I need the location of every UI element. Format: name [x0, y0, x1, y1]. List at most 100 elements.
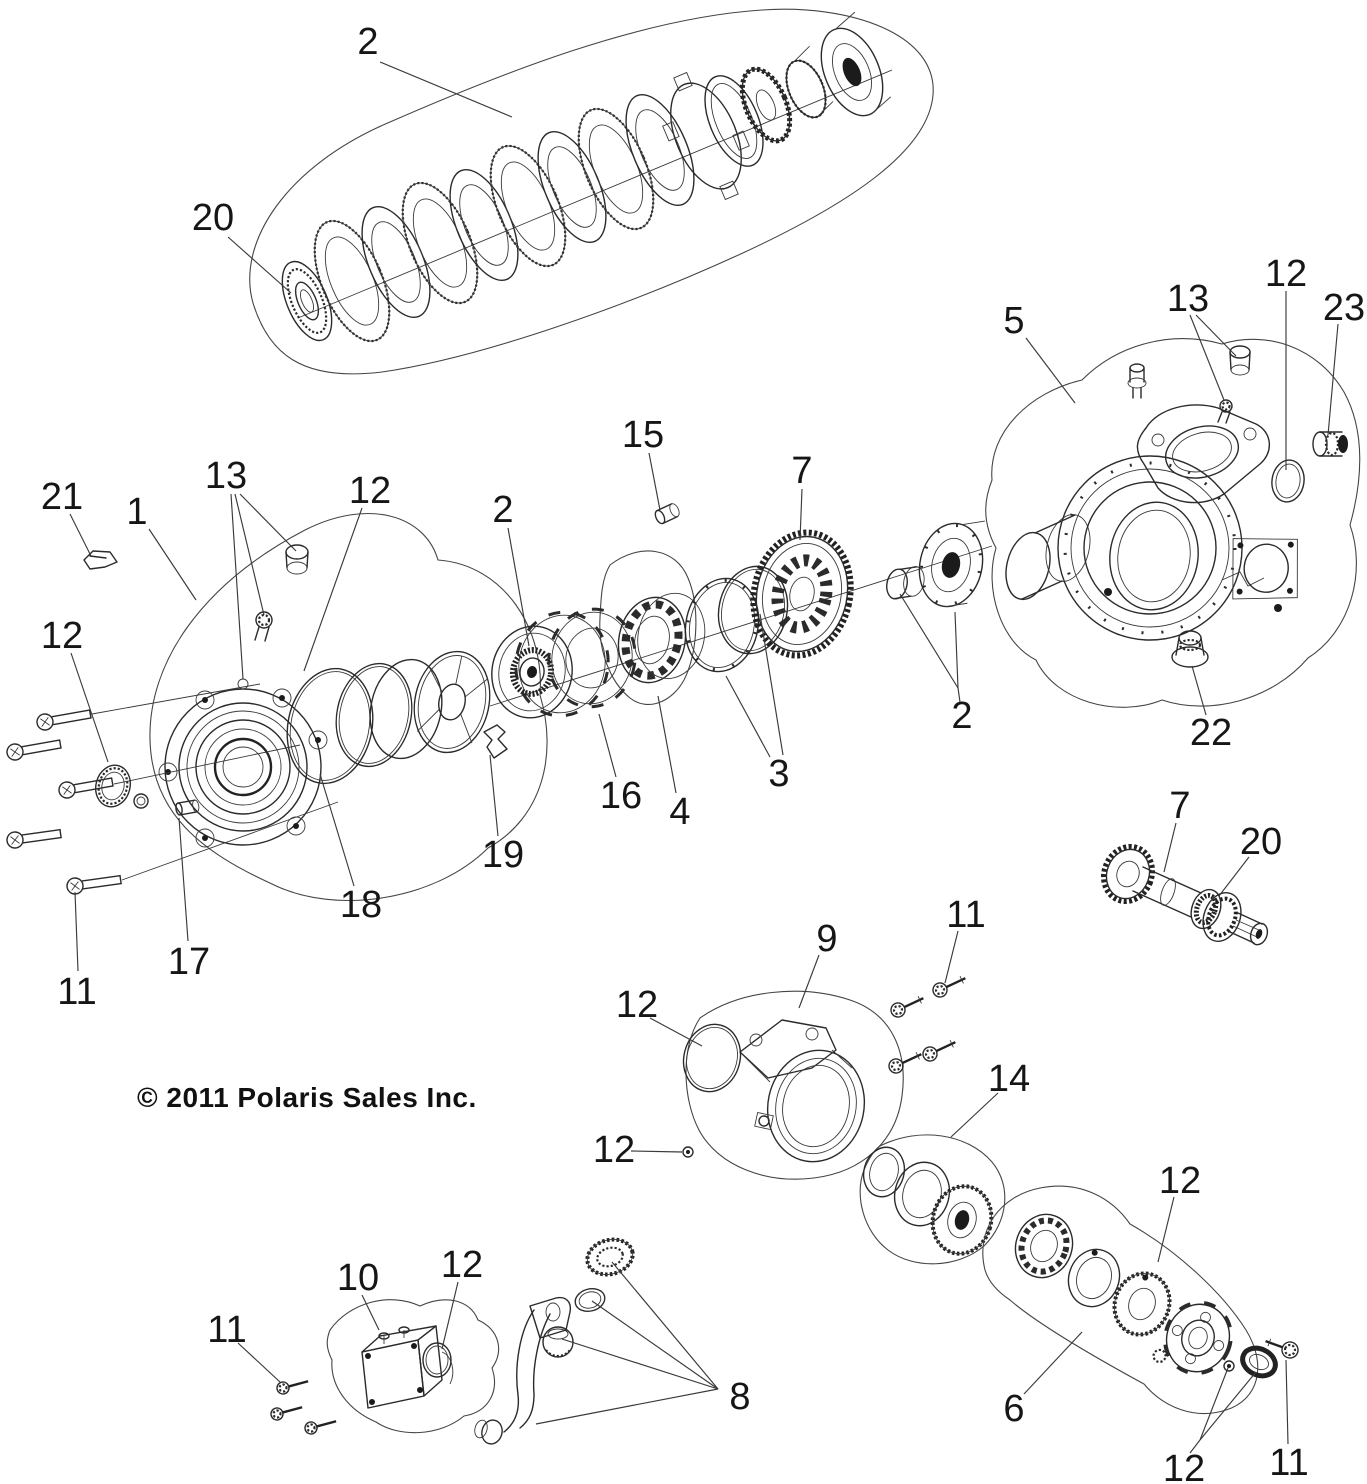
flange-nut — [133, 793, 149, 809]
callout-label-6: 6 — [1003, 1388, 1024, 1430]
callout-leader-12 — [1189, 1439, 1201, 1454]
callout-leader-10 — [361, 1294, 380, 1331]
actuator-assembly — [270, 1299, 500, 1435]
callout-label-8: 8 — [729, 1376, 750, 1418]
callout-leader-11 — [237, 1342, 281, 1383]
carrier-bearing — [1014, 1213, 1074, 1279]
callout-leader-12 — [1199, 1367, 1229, 1441]
gearcase-cover — [158, 688, 328, 848]
callout-label-12: 12 — [1265, 253, 1307, 295]
housing-body — [1057, 455, 1282, 641]
vent-fitting-right — [1217, 399, 1233, 424]
spacer-ring — [1067, 1248, 1121, 1308]
friction-disc — [313, 219, 391, 343]
dowel-pin-small — [654, 503, 680, 525]
o-ring-plug — [1271, 459, 1305, 503]
callout-label-15: 15 — [622, 414, 664, 456]
callout-leader-7 — [799, 488, 803, 541]
vent-cap — [285, 544, 309, 575]
callout-leader-8 — [611, 1261, 719, 1390]
callout-label-18: 18 — [340, 884, 382, 926]
callout-label-2: 2 — [357, 21, 378, 63]
carrier-bolt — [1265, 1338, 1299, 1359]
cover-bolts — [6, 709, 122, 895]
callout-label-12: 12 — [441, 1244, 483, 1286]
shim-set — [859, 1134, 1006, 1265]
callout-leader-2 — [899, 593, 959, 689]
clutch-drum-cup — [820, 11, 892, 117]
callout-label-5: 5 — [1003, 300, 1024, 342]
hub-flange — [1152, 1300, 1233, 1376]
callout-label-17: 17 — [168, 941, 210, 983]
roller-cage — [617, 592, 706, 684]
callout-leader-12 — [441, 1281, 459, 1350]
callout-leader-21 — [69, 513, 92, 557]
callout-label-12: 12 — [41, 615, 83, 657]
callout-leader-3 — [725, 675, 771, 758]
callout-leader-12 — [1199, 1371, 1257, 1441]
callout-label-11: 11 — [207, 1309, 246, 1351]
spring-washer — [930, 1184, 994, 1256]
main-gear — [750, 529, 854, 659]
callout-leader-2 — [957, 687, 961, 703]
actuator-bolts — [270, 1380, 337, 1435]
callout-leader-6 — [1023, 1331, 1083, 1395]
steel-plate — [537, 130, 607, 244]
callout-leader-8 — [591, 1300, 719, 1390]
splined-end — [1229, 912, 1269, 946]
callout-label-2: 2 — [492, 489, 513, 531]
center-clutch-parts — [489, 503, 993, 719]
plunger-knob — [542, 1326, 574, 1358]
callout-leader-11 — [1285, 1359, 1289, 1445]
callout-leader-12 — [70, 652, 109, 763]
callout-leader-13 — [234, 493, 265, 616]
callout-leader-14 — [950, 1092, 999, 1138]
callout-leader-5 — [1025, 337, 1076, 404]
friction-disc — [577, 107, 655, 231]
callout-leader-8 — [561, 1338, 719, 1390]
seal-ring-small — [574, 1287, 606, 1313]
spoked-retainer — [413, 650, 491, 754]
callout-leader-2 — [507, 527, 530, 647]
callout-label-13: 13 — [205, 455, 247, 497]
main-housing-assembly — [985, 338, 1361, 708]
callout-label-3: 3 — [768, 753, 789, 795]
friction-disc — [489, 144, 567, 268]
output-cover-assembly — [682, 976, 966, 1180]
callout-label-16: 16 — [600, 775, 642, 817]
callout-leader-20 — [1218, 856, 1250, 897]
callout-leader-3 — [759, 613, 784, 756]
screw-plug — [1312, 431, 1348, 457]
seal-disc — [1112, 1271, 1172, 1337]
callout-label-11: 11 — [57, 971, 96, 1013]
callout-leader-11 — [74, 891, 79, 972]
callout-leader-13 — [230, 493, 244, 680]
actuator-coil — [361, 1325, 454, 1409]
callout-label-12: 12 — [593, 1129, 635, 1171]
output-seal — [1240, 1345, 1278, 1379]
callout-label-20: 20 — [1240, 821, 1282, 863]
pinion-gear-head — [1100, 843, 1156, 905]
input-bearing — [281, 260, 333, 342]
serrated-cap — [585, 1237, 635, 1277]
callout-leader-18 — [319, 773, 355, 887]
callout-label-22: 22 — [1190, 712, 1232, 754]
callout-leader-8 — [535, 1388, 719, 1425]
callout-label-12: 12 — [616, 984, 658, 1026]
callout-leader-7 — [1163, 822, 1177, 873]
drain-plug — [1171, 630, 1209, 668]
hub-cup — [918, 520, 985, 608]
callout-leader-12 — [630, 1150, 683, 1153]
vent-fitting — [254, 611, 273, 642]
fill-plug-stud — [1127, 363, 1147, 399]
steel-plate — [625, 93, 695, 207]
callout-label-7: 7 — [1169, 785, 1190, 827]
callout-leader-23 — [1327, 323, 1339, 436]
cover-o-ring — [682, 1023, 742, 1093]
callout-label-12: 12 — [1163, 1448, 1205, 1484]
callout-leader-4 — [657, 695, 677, 794]
shaft-flange — [1202, 892, 1242, 942]
